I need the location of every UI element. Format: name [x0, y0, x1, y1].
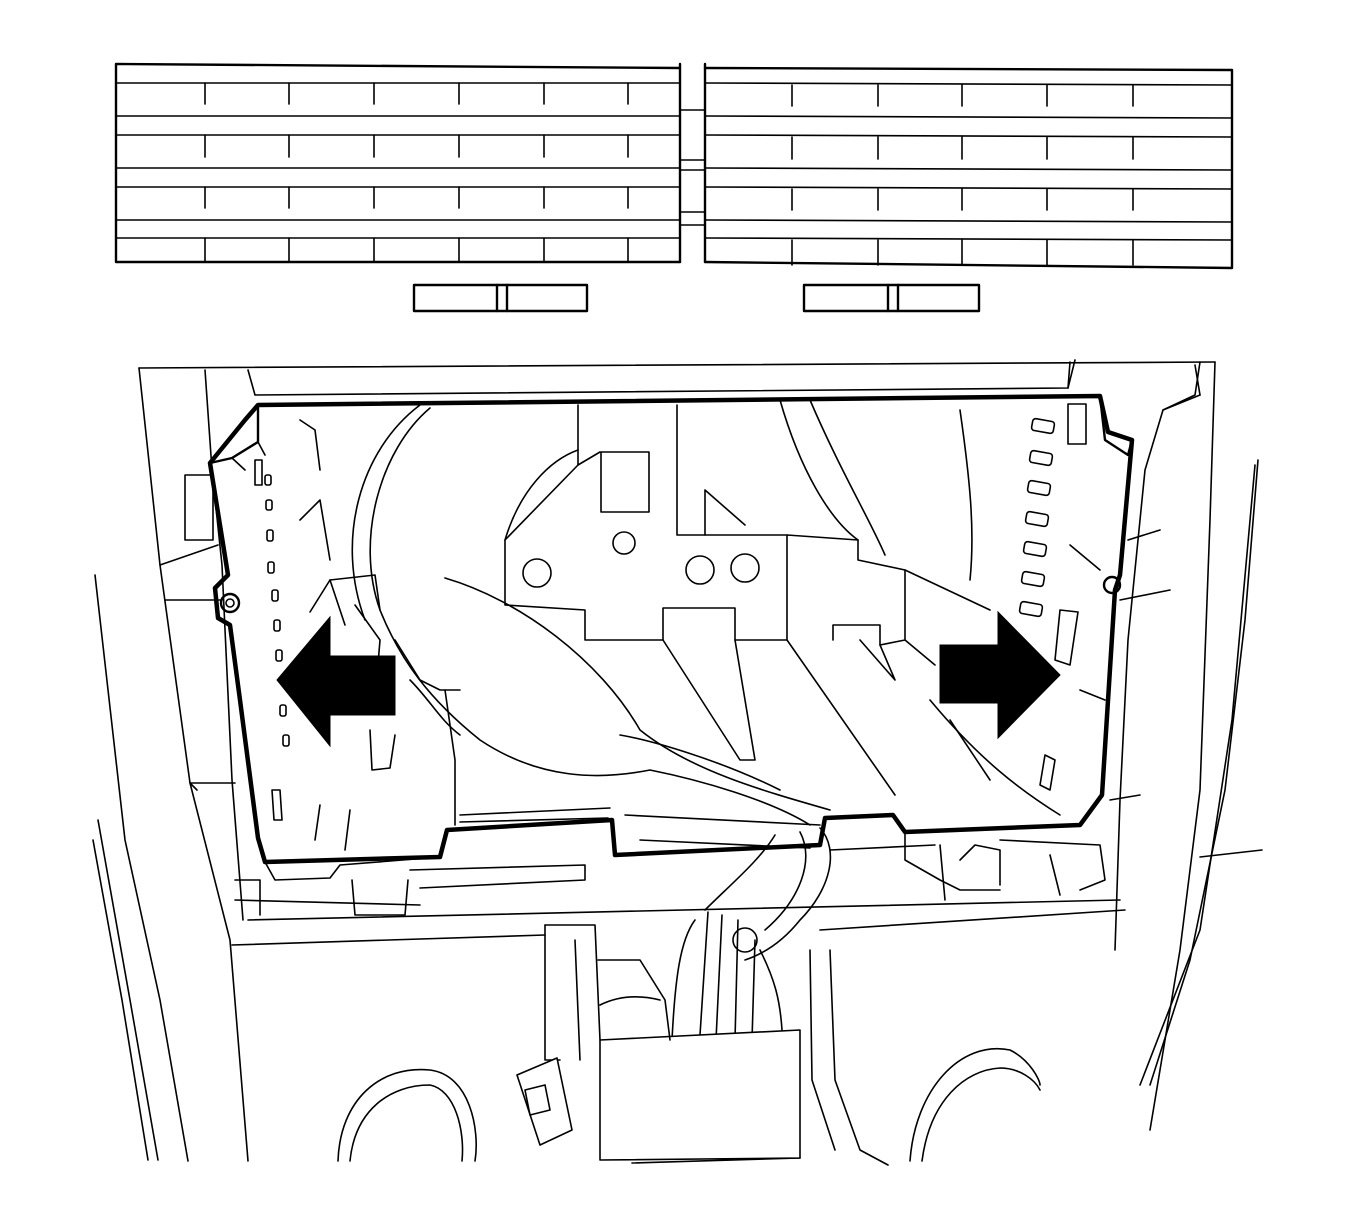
right-arrow-icon [940, 612, 1060, 738]
console-surround [93, 360, 1262, 1165]
hvac-control-module [210, 396, 1132, 862]
lower-brackets [235, 832, 1105, 915]
wiring-connector [517, 828, 830, 1160]
left-arrow-icon [277, 617, 395, 746]
removal-arrows [277, 612, 1060, 746]
control-panel-faceplate [116, 64, 1232, 311]
